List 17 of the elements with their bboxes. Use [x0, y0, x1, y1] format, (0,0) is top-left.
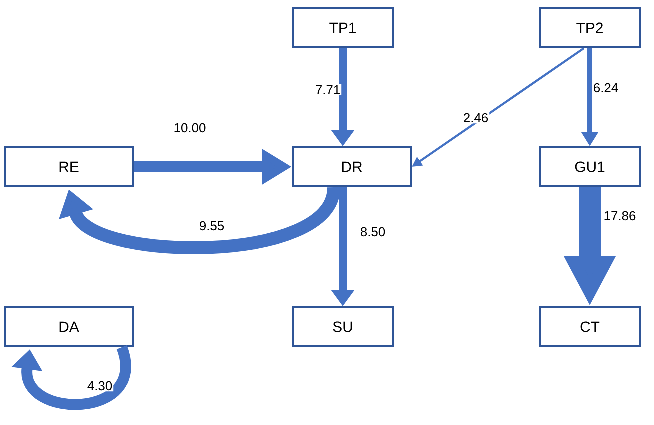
edge-label: 2.46 [462, 112, 490, 124]
edge-label: 8.50 [359, 226, 387, 238]
edge-label: 10.00 [172, 122, 208, 134]
process-box: TP2 [539, 8, 641, 48]
process-box: SU [292, 306, 394, 348]
edge-label: 7.71 [314, 84, 342, 96]
process-box: RE [4, 146, 134, 188]
edge-label: 6.24 [592, 82, 620, 94]
edge-label: 4.30 [86, 380, 114, 392]
process-box: GU1 [539, 146, 641, 188]
edge-label: 17.86 [602, 210, 638, 222]
process-box: CT [539, 306, 641, 348]
process-box: TP1 [292, 8, 394, 48]
arrow [59, 186, 340, 254]
process-box: DR [292, 146, 412, 188]
edge-label: 9.55 [198, 220, 226, 232]
process-box: DA [4, 306, 134, 348]
